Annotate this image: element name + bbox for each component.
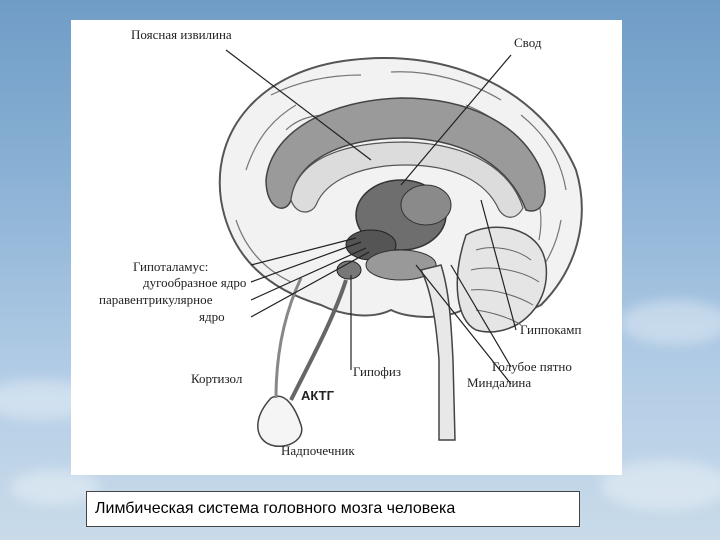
brain-illustration — [71, 20, 622, 475]
label-adrenal: Надпочечник — [281, 444, 355, 458]
label-paraventricular: паравентрикулярное — [99, 293, 213, 307]
label-arcuate-nucleus: дугообразное ядро — [143, 276, 246, 290]
label-pituitary: Гипофиз — [353, 365, 401, 379]
caption-box: Лимбическая система головного мозга чело… — [86, 491, 580, 527]
fornix-structure — [401, 185, 451, 225]
label-hippocampus: Гиппокамп — [520, 323, 581, 337]
label-acth: АКТГ — [301, 389, 334, 403]
brain-diagram: Поясная извилина Свод Гипоталамус: дугоо… — [71, 20, 622, 475]
label-nucleus: ядро — [199, 310, 225, 324]
background-cloud — [620, 300, 720, 345]
label-amygdala: Миндалина — [467, 376, 531, 390]
label-locus-coeruleus: Голубое пятно — [492, 360, 572, 374]
label-cingulate-gyrus: Поясная извилина — [131, 28, 232, 42]
label-cortisol: Кортизол — [191, 372, 242, 386]
caption-text: Лимбическая система головного мозга чело… — [95, 500, 455, 518]
label-hypothalamus: Гипоталамус: — [133, 260, 208, 274]
adrenal-gland — [258, 396, 302, 446]
label-fornix: Свод — [514, 36, 541, 50]
